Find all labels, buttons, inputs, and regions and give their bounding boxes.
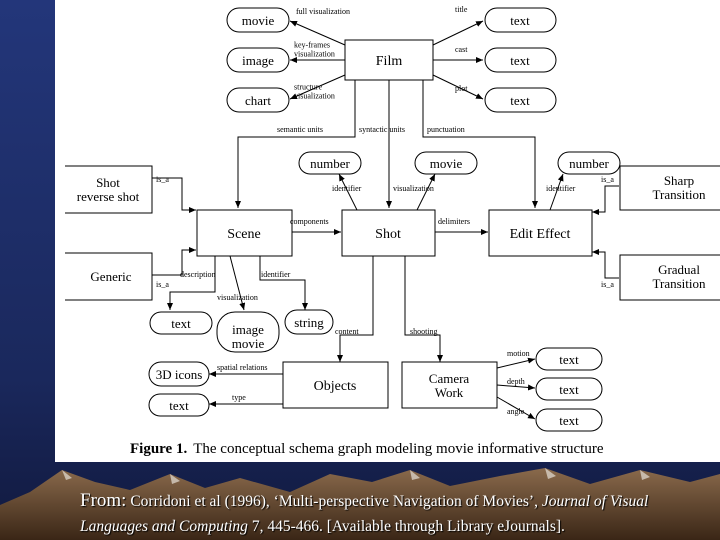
edge-label: visualization [393,184,434,193]
edge-label: content [335,327,359,336]
edge-label: semantic units [277,125,323,134]
schema-figure: Film Scene Shot Edit Effect Objects Came… [55,0,720,462]
citation: From: Corridoni et al (1996), ‘Multi-per… [80,488,716,539]
edge-label: plot [455,84,468,93]
svg-text:text: text [510,13,530,28]
oval-string: string [284,309,334,335]
svg-text:string: string [294,315,324,330]
svg-text:text: text [559,352,579,367]
edge-label: title [455,5,468,14]
oval-text-depth: text [535,377,603,401]
edge-label: delimiters [438,217,470,226]
oval-movie: movie [226,7,290,33]
svg-text:Objects: Objects [314,379,357,394]
edge-label: spatial relations [217,363,267,372]
mountain-range [0,468,720,540]
svg-text:Film: Film [376,54,403,69]
svg-text:text: text [559,382,579,397]
svg-text:Shot: Shot [375,227,401,242]
citation-from: From: [80,490,127,511]
node-shot: Shot [341,209,436,257]
edge-label: is_a [156,175,169,184]
edge-label: cast [455,45,468,54]
edge-label: components [290,217,329,226]
svg-text:Scene: Scene [227,227,260,242]
edge-label: angle [507,407,525,416]
node-generic: Generic [65,252,153,301]
oval-text-title: text [484,7,557,33]
oval-text-cast: text [484,47,557,73]
edge-label: is_a [601,175,614,184]
edge-label: punctuation [427,125,465,134]
citation-journal: Journal of Visual Languages and Computin… [80,493,649,535]
oval-text-scene: text [149,311,213,335]
oval-image: image [226,47,290,73]
oval-text-angle: text [535,408,603,432]
edge-label: description [180,270,216,279]
edge-label: identifier [332,184,362,193]
edge-label: visualization [217,293,258,302]
oval-number-shot: number [298,151,362,175]
edge-label: is_a [601,280,614,289]
node-scene: Scene [196,209,293,257]
schema-graph: Film Scene Shot Edit Effect Objects Came… [65,5,720,457]
svg-text:text: text [510,93,530,108]
svg-text:text: text [169,398,189,413]
oval-3d-icons: 3D icons [148,361,210,387]
node-film: Film [344,39,434,81]
svg-text:3D icons: 3D icons [156,367,203,382]
edge-label: full visualization [296,7,350,16]
svg-text:text: text [171,316,191,331]
oval-chart: chart [226,87,290,113]
edge-label: depth [507,377,525,386]
svg-text:Generic: Generic [90,269,131,284]
figure-caption: Figure 1.The conceptual schema graph mod… [130,441,604,457]
edge-label: type [232,393,246,402]
edge-label: shooting [410,327,438,336]
svg-text:number: number [310,156,350,171]
svg-text:movie: movie [430,156,463,171]
edge-label: is_a [156,280,169,289]
svg-text:image: image [242,53,274,68]
citation-rest: 7, 445-466. [Available through Library e… [247,518,565,535]
citation-authors: Corridoni et al (1996), ‘Multi-perspecti… [126,493,542,510]
oval-text-plot: text [484,87,557,113]
svg-text:chart: chart [245,93,271,108]
node-edit-effect: Edit Effect [488,209,593,257]
edge-label: identifier [261,270,291,279]
oval-text-type: text [148,393,210,417]
svg-text:text: text [510,53,530,68]
svg-text:Edit Effect: Edit Effect [510,227,571,242]
edge-label: motion [507,349,530,358]
edge-label: identifier [546,184,576,193]
oval-number-edit: number [557,151,621,175]
svg-text:movie: movie [242,13,275,28]
edge-label: syntactic units [359,125,405,134]
node-objects: Objects [282,361,389,409]
oval-text-motion: text [535,347,603,371]
svg-text:text: text [559,413,579,428]
svg-text:number: number [569,156,609,171]
oval-movie-shot: movie [414,151,478,175]
